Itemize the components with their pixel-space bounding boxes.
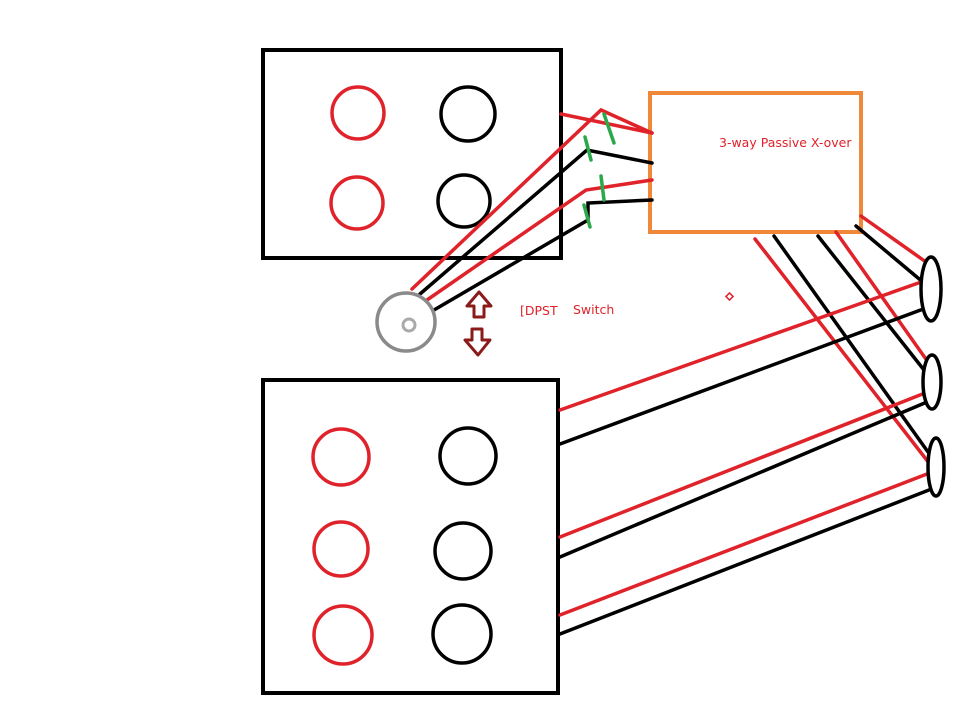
top-terminal-panel (261, 48, 563, 260)
cut-marker-3 (599, 174, 606, 202)
xover-out-neg-3 (772, 234, 930, 454)
xover-out-pos-1 (859, 214, 928, 264)
panel-out-neg-1 (558, 306, 928, 446)
switch-type-label: [DPST (520, 303, 558, 318)
top-panel-negative-terminal-1 (439, 85, 497, 143)
crossover-frame (648, 91, 863, 234)
panel-out-pos-3 (558, 472, 929, 617)
speaker-driver-icon (926, 436, 946, 498)
cut-marker-1 (602, 112, 616, 145)
up-arrow (465, 290, 493, 319)
wire-positive-b (425, 178, 654, 302)
bottom-terminal-panel (261, 378, 560, 695)
crossover-box: 3-way Passive X-over (648, 91, 863, 234)
bottom-panel-negative-terminal-2 (433, 521, 493, 581)
down-arrow (463, 327, 492, 357)
bottom-panel-negative-terminal-1 (438, 426, 498, 486)
switch-word-label: Switch (573, 302, 614, 317)
rotary-knob-icon (375, 291, 437, 353)
wire-positive-a (410, 107, 654, 291)
panel-out-neg-2 (558, 400, 929, 559)
xover-out-neg-1 (854, 224, 926, 285)
top-panel-frame (261, 48, 563, 260)
top-panel-negative-terminal-2 (436, 173, 492, 229)
bottom-panel-positive-terminal-3 (312, 604, 374, 666)
bottom-panel-positive-terminal-2 (312, 520, 370, 578)
top-panel-positive-terminal-2 (329, 175, 385, 231)
up-down-arrow-icon (463, 290, 493, 357)
xover-out-pos-3 (753, 237, 931, 465)
panel-out-pos-1 (558, 279, 926, 412)
cut-marker-2 (583, 135, 593, 162)
stray-mark (724, 291, 735, 302)
speaker-driver-icon (921, 353, 943, 411)
switch-to-crossover-wires (410, 107, 654, 312)
bottom-panel-positive-terminal-1 (311, 427, 371, 487)
speakers (919, 255, 946, 498)
panel-out-pos-2 (558, 391, 927, 539)
top-panel-positive-terminal-1 (330, 85, 386, 141)
cut-marker-4 (582, 203, 592, 229)
crossover-to-speaker-wires (753, 214, 931, 465)
wire-negative-b (432, 198, 654, 312)
bottom-panel-negative-terminal-3 (431, 603, 493, 665)
xover-out-neg-2 (816, 234, 926, 372)
crossover-label: 3-way Passive X-over (719, 135, 852, 150)
cut-markers (582, 112, 616, 229)
bottom-panel-frame (261, 378, 560, 695)
panel-to-speaker-wires (558, 279, 931, 636)
speaker-driver-icon (919, 255, 943, 323)
panel-out-neg-3 (558, 488, 931, 636)
